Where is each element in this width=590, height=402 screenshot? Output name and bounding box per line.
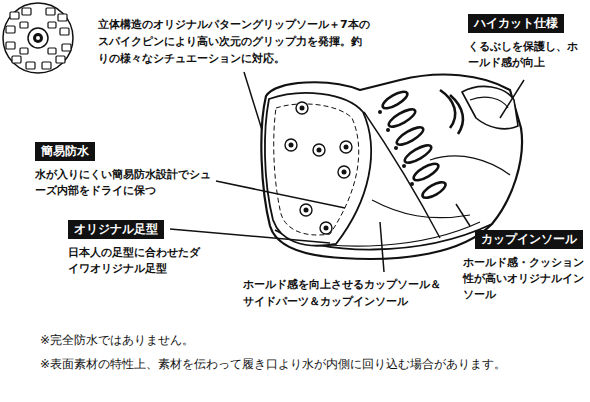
description-text: 日本人の足型に合わせたダイワオリジナル足型: [68, 245, 200, 277]
laces: [380, 89, 463, 201]
heading-box: オリジナル足型: [68, 220, 164, 239]
illustration-part: [46, 8, 55, 15]
feature-label: ホールド感を向上させるカップソール＆サイドパーツ＆カップインソール: [243, 276, 443, 310]
illustration-part: [289, 106, 349, 231]
illustration-part: [62, 44, 71, 51]
illustration-part: [20, 48, 28, 54]
illustration-part: [285, 139, 297, 151]
panel-seam: [364, 112, 440, 238]
panel-seam: [430, 156, 510, 175]
callout-box: 簡易防水水が入りにくい簡易防水設計でシューズ内部をドライに保つ: [35, 140, 215, 199]
illustration-part: [300, 106, 305, 111]
illustration-part: [48, 48, 56, 54]
illustration-part: [338, 166, 350, 178]
illustration-part: [320, 222, 332, 234]
callout-box: カップインソールホールド感・クッション性が高いオリジナルインソール: [463, 228, 585, 303]
illustration-part: [386, 128, 390, 132]
illustration-part: [3, 3, 73, 73]
collar: [462, 86, 518, 128]
illustration-part: [36, 36, 40, 40]
illustration-part: [216, 181, 345, 208]
illustration-part: [6, 42, 15, 49]
illustration-part: [394, 146, 398, 150]
description-text: 水が入りにくい簡易防水設計でシューズ内部をドライに保つ: [35, 167, 215, 199]
description-text: くるぶしを保護し、ホールド感が向上: [468, 39, 582, 71]
heading-box: 簡易防水: [35, 142, 95, 161]
illustration-part: [456, 204, 470, 226]
heading-box: ハイカット仕様: [468, 14, 564, 33]
illustration-part: [33, 33, 43, 43]
illustration-part: [313, 144, 325, 156]
callout-box: オリジナル足型日本人の足型に合わせたダイワオリジナル足型: [68, 218, 200, 277]
leader-lines: [170, 72, 524, 272]
tread-pattern: [274, 104, 359, 235]
illustration-part: [22, 8, 31, 15]
spike-pins: [285, 102, 352, 234]
illustration-part: [387, 106, 418, 130]
illustration-part: [344, 145, 349, 150]
illustration-part: [304, 208, 309, 213]
illustration-part: [500, 80, 524, 118]
illustration-part: [470, 97, 508, 108]
illustration-part: [380, 222, 384, 272]
note-text: ※表面素材の特性上、素材を伝わって履き口より水が内側に回り込む場合があります。: [40, 356, 585, 372]
illustration-part: [296, 102, 308, 114]
illustration-part: [403, 142, 434, 166]
sole-detail-icon: [3, 3, 73, 73]
illustration-part: [378, 110, 414, 186]
note-text: ※完全防水ではありません。: [40, 332, 580, 348]
illustration-part: [56, 56, 65, 63]
illustration-part: [410, 182, 414, 186]
illustration-part: [42, 62, 51, 69]
illustration-part: [450, 95, 463, 134]
outsole: [265, 93, 371, 246]
illustration-part: [60, 28, 69, 35]
illustration-part: [170, 229, 330, 243]
description-text: ホールド感・クッション性が高いオリジナルインソール: [463, 255, 585, 303]
illustration-part: [340, 141, 352, 153]
illustration-part: [289, 143, 294, 148]
illustration-part: [378, 110, 382, 114]
illustration-part: [58, 14, 67, 21]
illustration-part: [342, 170, 347, 175]
illustration-part: [440, 90, 455, 128]
illustration-part: [317, 148, 322, 153]
illustration-part: [20, 22, 28, 28]
illustration-part: [48, 22, 56, 28]
illustration-part: [12, 56, 21, 63]
illustration-part: [324, 226, 329, 231]
callout-box: ハイカット仕様くるぶしを保護し、ホールド感が向上: [468, 12, 582, 71]
illustration-part: [395, 124, 426, 148]
heading-box: カップインソール: [475, 230, 583, 249]
illustration-part: [380, 89, 409, 112]
illustration-part: [26, 62, 35, 69]
illustration-part: [300, 204, 312, 216]
illustration-part: [411, 161, 440, 184]
illustration-part: [6, 8, 71, 69]
panel-seam: [372, 200, 470, 218]
illustration-part: [402, 164, 406, 168]
illustration-part: [28, 28, 48, 48]
illustration-part: [6, 26, 15, 33]
illustration-part: [10, 12, 19, 19]
illustration-part: [420, 179, 448, 201]
illustration-part: [244, 72, 262, 130]
feature-label: 立体構造のオリジナルパターングリップソール＋7本のスパイクピンにより高い次元のグ…: [98, 16, 370, 67]
